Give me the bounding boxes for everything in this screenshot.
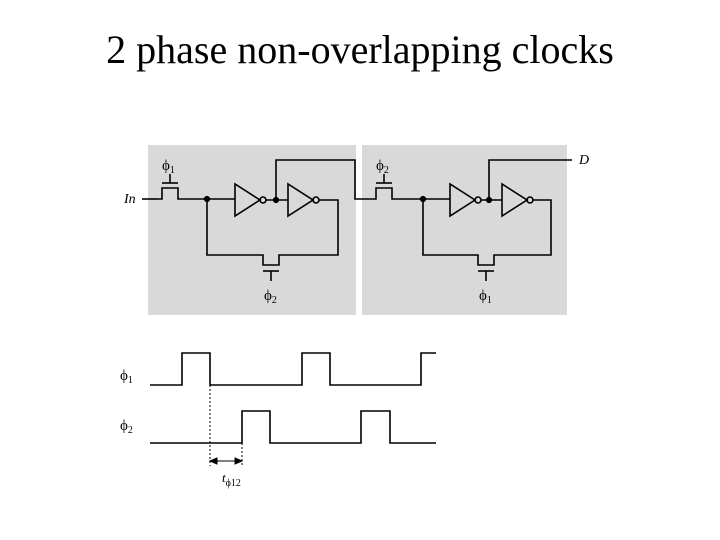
input-label: In [123, 192, 136, 207]
pass-transistor-2 [372, 174, 396, 200]
feedback-transistor-2 [474, 254, 498, 281]
phi2-waveform [150, 410, 436, 444]
pass-gate-1-label: ϕ1 [162, 158, 175, 176]
feedback-transistor-1 [259, 254, 283, 281]
latch1-panel [148, 145, 356, 315]
gap-label: tϕ12 [222, 470, 241, 489]
phi1-label: ϕ1 [120, 368, 133, 386]
phi2-label: ϕ2 [120, 418, 133, 436]
output-label: D [578, 153, 589, 168]
gap-marker [208, 385, 244, 466]
slide-title: 2 phase non-overlapping clocks [106, 27, 614, 72]
latch1 [142, 159, 372, 281]
timing-diagram [150, 352, 436, 444]
pass-transistor-1 [158, 174, 182, 200]
phi1-waveform [150, 352, 436, 386]
latch2 [372, 159, 572, 281]
pass-gate-2-label: ϕ2 [376, 158, 389, 176]
feedback-2-label: ϕ1 [479, 288, 492, 306]
feedback-1-label: ϕ2 [264, 288, 277, 306]
latch2-panel [362, 145, 567, 315]
